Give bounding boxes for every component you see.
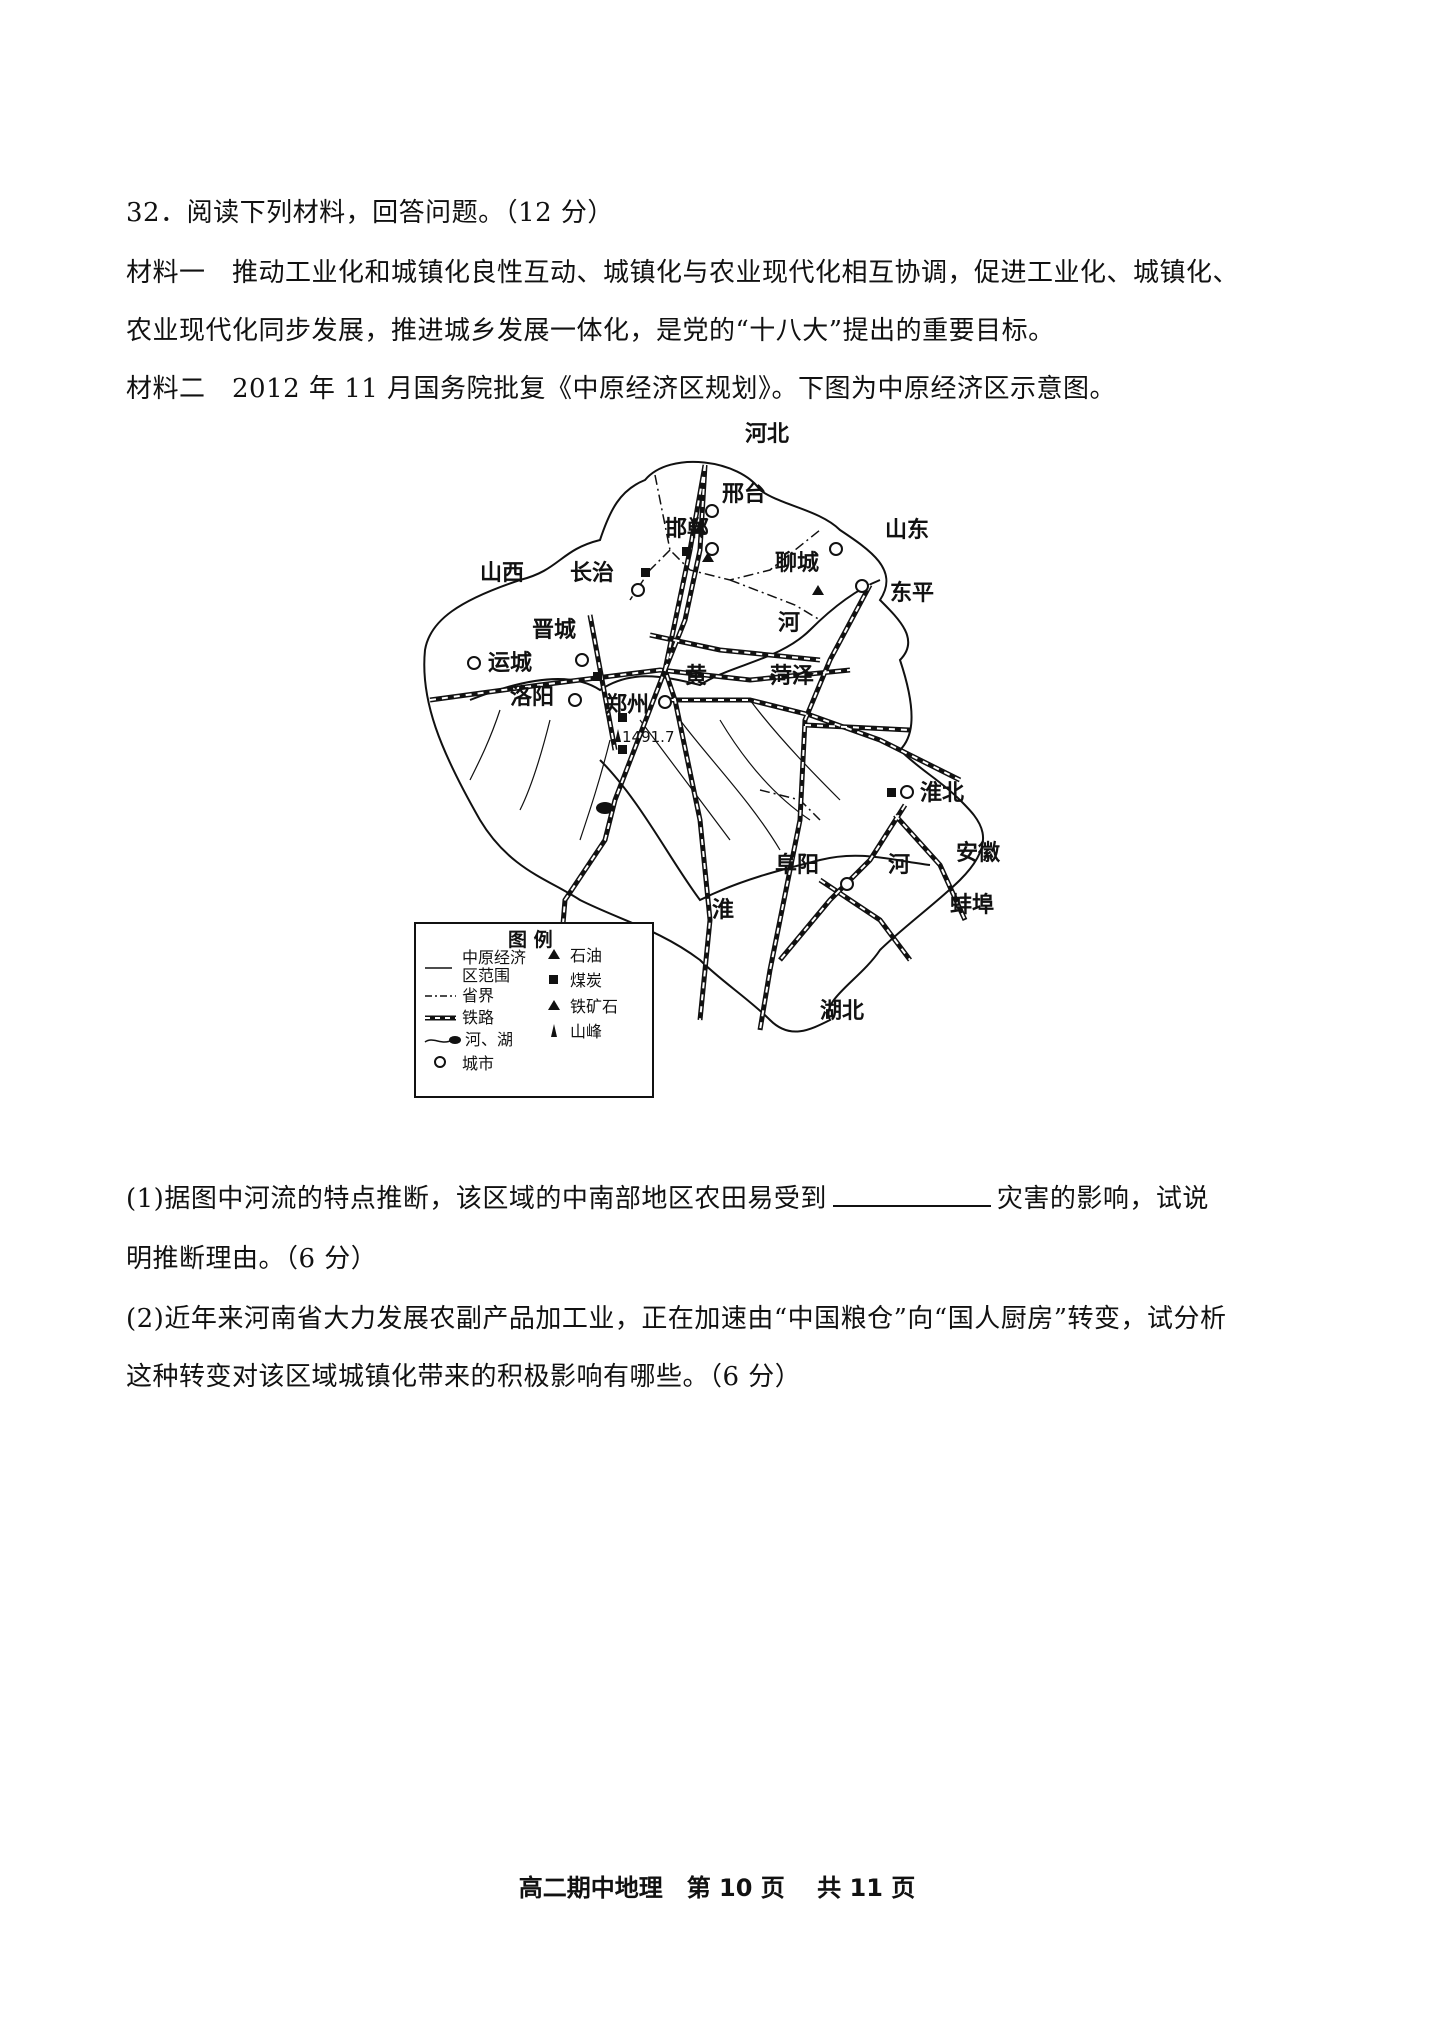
region-boundary [423,460,984,1033]
label-hebei: 河北 [745,422,789,447]
label-zhengzhou: 郑州 [605,693,649,718]
label-yuncheng: 运城 [488,650,532,676]
huai-river [599,759,931,902]
label-liaocheng: 聊城 [775,550,819,576]
province-border [629,474,821,821]
q1-part-a: (1)据图中河流的特点推断，该区域的中南部地区农田易受到 [126,1184,827,1214]
oil-icon [548,949,560,959]
reservoir-lake [596,802,614,814]
label-xingtai: 邢台 [722,481,766,507]
label-huaibei: 淮北 [920,781,964,806]
legend-coal: 煤炭 [570,971,602,990]
label-changzhi: 长治 [570,560,614,586]
label-he1: 河 [778,611,800,636]
question-1-line2: 明推断理由。（6 分） [126,1244,378,1274]
label-he2: 河 [888,853,910,878]
map-legend: 图 例 中原经济 区范围 省界 铁路 河、湖 城市 石油 煤炭 铁矿石 山峰 [414,922,654,1098]
question-1-line1: (1)据图中河流的特点推断，该区域的中南部地区农田易受到 灾害的影响，试说 [126,1178,1209,1215]
legend-city: 城市 [462,1054,494,1073]
tributaries [469,699,841,851]
label-hubei: 湖北 [820,999,864,1024]
legend-title: 图 例 [508,928,553,951]
legend-boundary-line2: 区范围 [462,966,510,985]
q1-part-b: 灾害的影响，试说 [996,1184,1209,1214]
legend-river: 河、湖 [465,1030,513,1049]
label-dongping: 东平 [890,580,934,606]
page-footer: 高二期中地理 第 10 页 共 11 页 [518,1874,916,1902]
label-huai: 淮 [712,898,734,923]
label-shanxi: 山西 [480,561,524,586]
iron-ore-icon [548,1000,560,1010]
legend-oil: 石油 [570,946,602,965]
label-huang: 黄 [685,664,707,689]
label-peak: 1491.7 [622,728,675,746]
label-shandong: 山东 [885,517,929,543]
city-markers [467,504,914,891]
label-fuyang: 阜阳 [775,852,819,878]
label-heze: 菏泽 [770,664,814,689]
question-title: 32．阅读下列材料，回答问题。（12 分） [126,198,614,228]
question-2-line2: 这种转变对该区域城镇化带来的积极影响有哪些。（6 分） [126,1362,802,1392]
material2-line: 材料二 2012 年 11 月国务院批复《中原经济区规划》。下图为中原经济区示意… [126,374,1117,404]
material1-line1: 材料一 推动工业化和城镇化良性互动、城镇化与农业现代化相互协调，促进工业化、城镇… [126,258,1240,288]
peak-icon [551,1024,557,1037]
zhongyuan-economic-zone-map: 河北 邢台 邯郸 山东 山西 长治 聊城 东平 晋城 河 运城 黄 菏泽 洛阳 … [414,422,1001,1098]
legend-peak: 山峰 [570,1022,602,1041]
coal-icon [549,975,558,984]
label-jincheng: 晋城 [532,617,576,643]
legend-iron: 铁矿石 [570,997,618,1016]
material1-line2: 农业现代化同步发展，推进城乡发展一体化，是党的“十八大”提出的重要目标。 [126,316,1055,346]
label-bengbu: 蚌埠 [950,892,994,918]
label-anhui: 安徽 [956,840,1001,866]
legend-province: 省界 [462,986,494,1005]
yellow-river [469,579,881,701]
answer-blank[interactable] [832,1179,991,1207]
question-2-line1: (2)近年来河南省大力发展农副产品加工业，正在加速由“中国粮仓”向“国人厨房”转… [126,1304,1227,1334]
label-handan: 邯郸 [665,516,709,542]
legend-railway: 铁路 [462,1008,494,1027]
label-luoyang: 洛阳 [510,684,554,710]
resource-symbols [593,523,896,797]
legend-boundary-line1: 中原经济 [462,948,526,967]
